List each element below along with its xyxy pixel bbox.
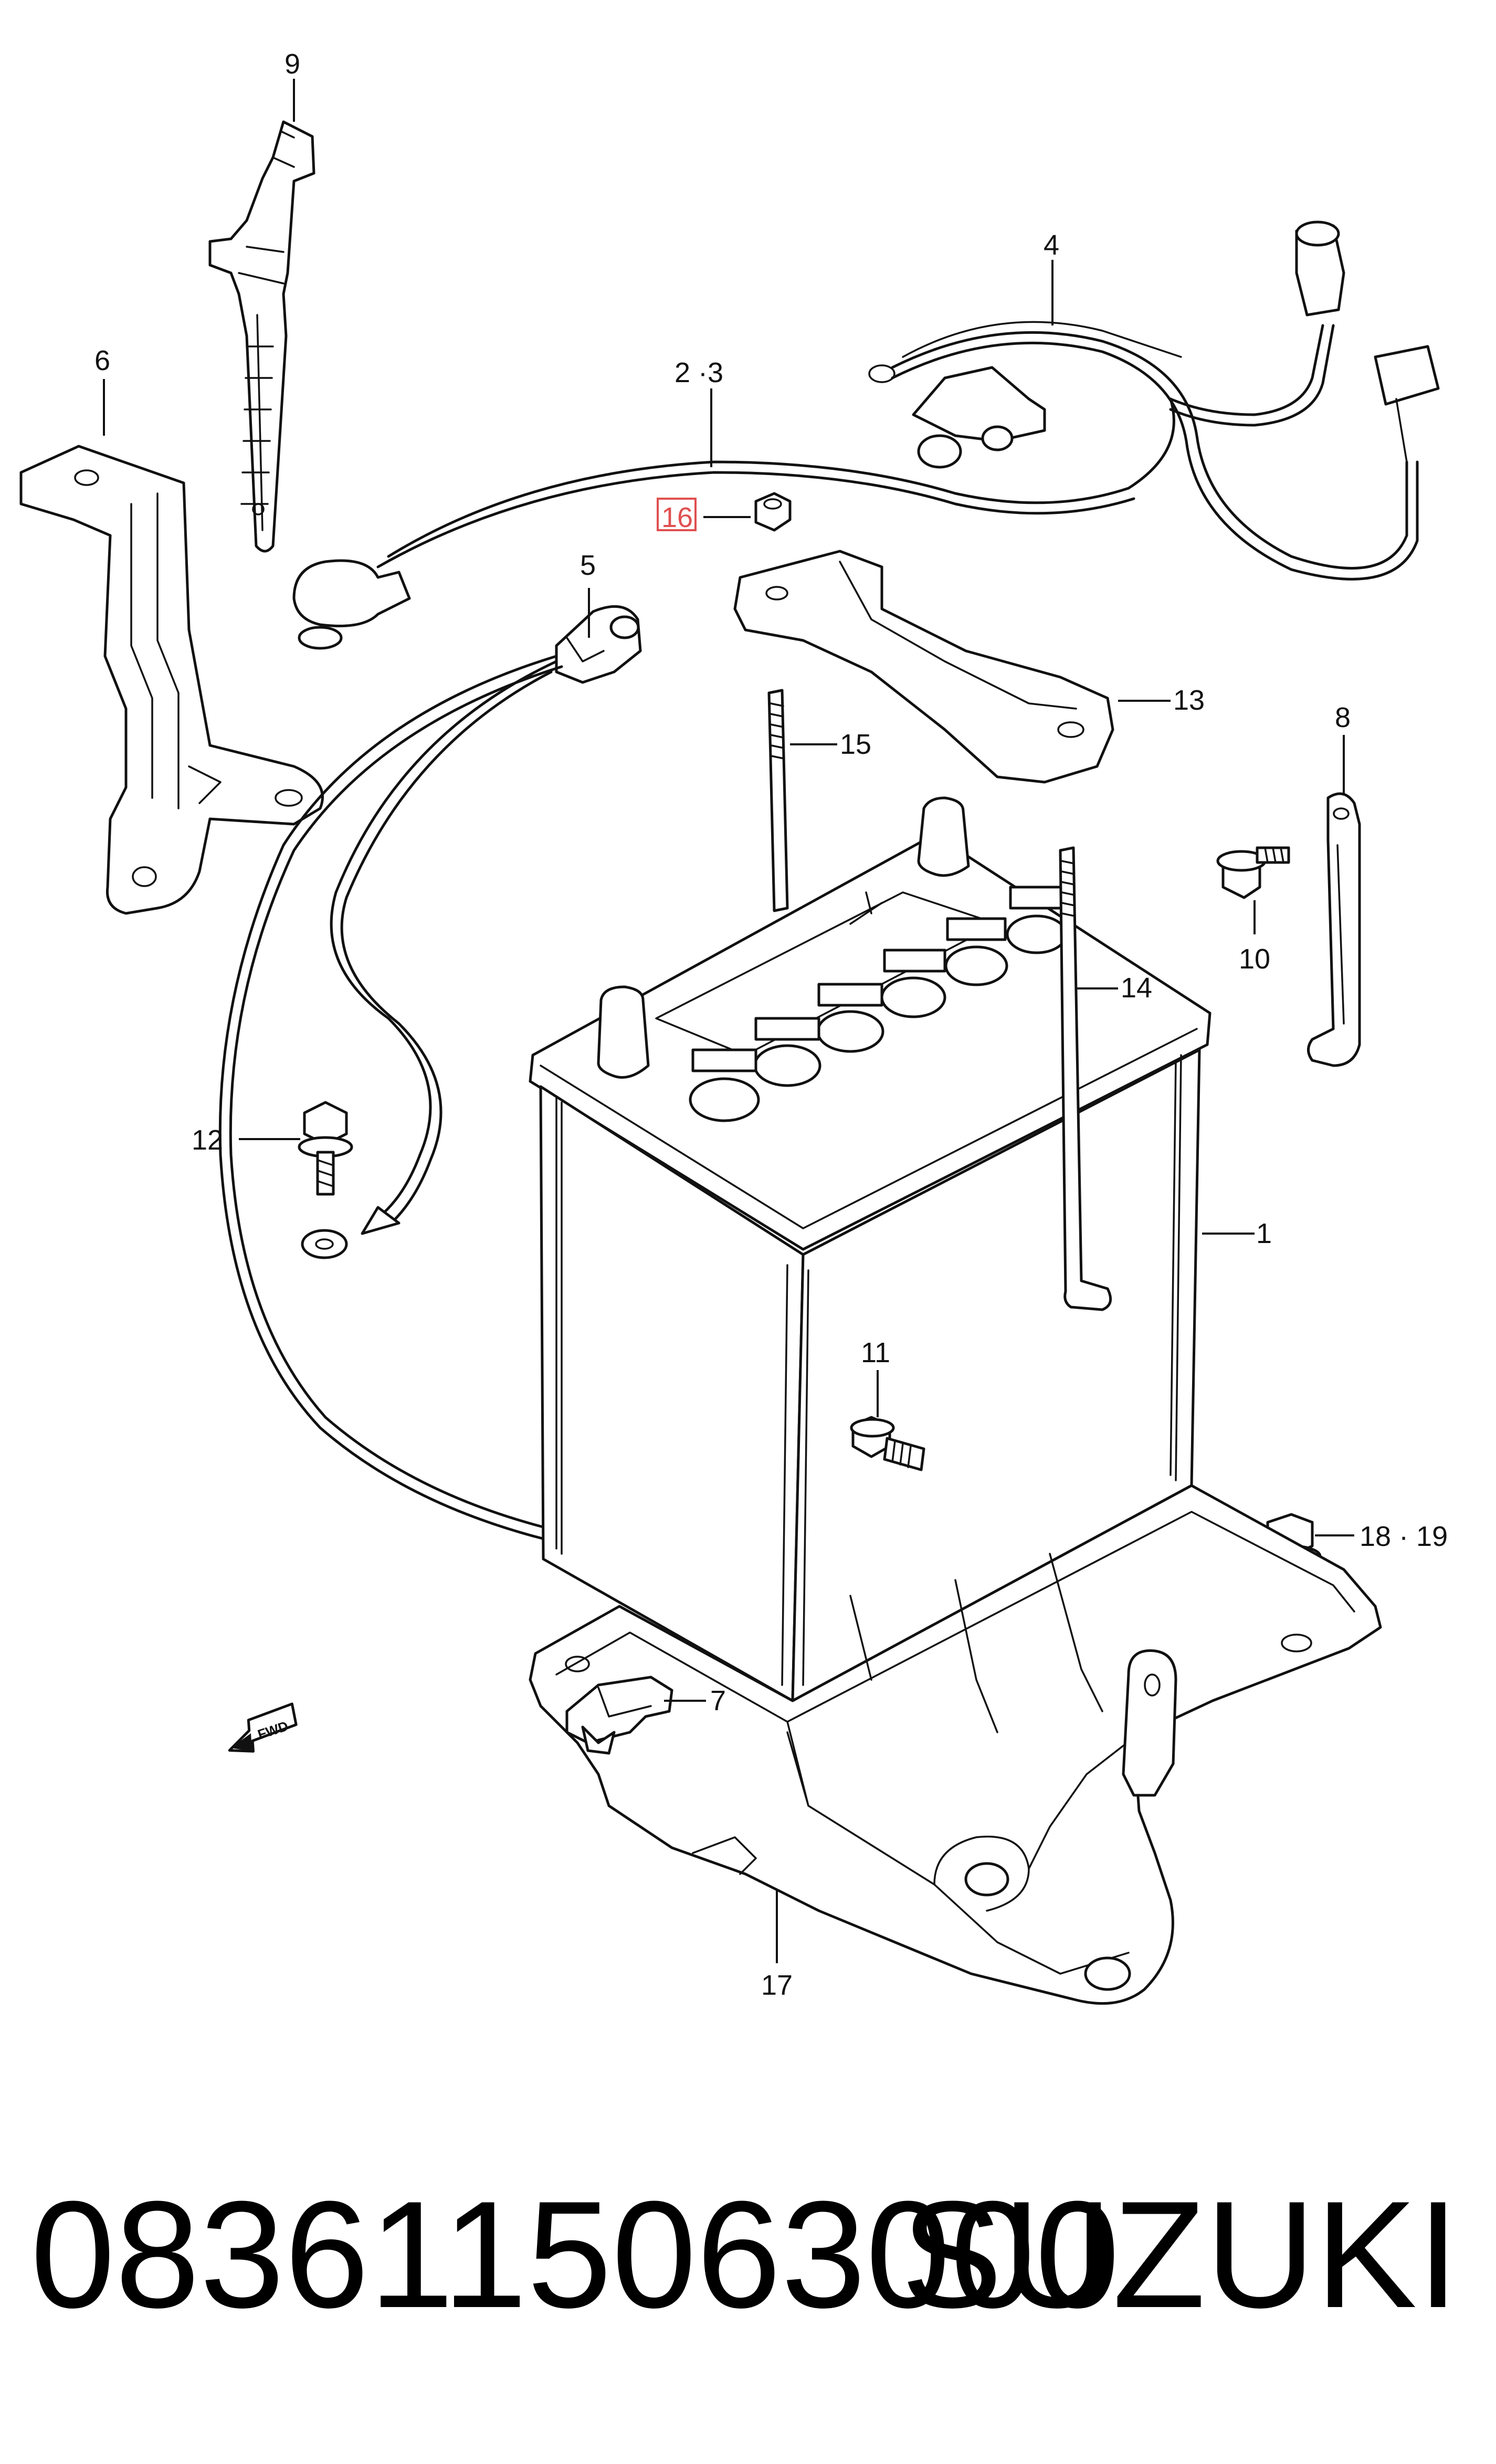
callout-2-3: 2 ·3 [675, 357, 723, 388]
callout-6: 6 [94, 345, 110, 376]
callout-10: 10 [1239, 943, 1270, 975]
callout-13: 13 [1173, 685, 1205, 716]
part-11-bolt [850, 1416, 925, 1471]
callout-16: 16 [661, 502, 693, 533]
callout-9: 9 [285, 48, 300, 80]
part-13-clamp [733, 550, 1114, 784]
part-4-harness [868, 220, 1440, 581]
callout-15: 15 [840, 729, 871, 760]
parts-diagram: 9 6 2 ·3 4 1 [19, 48, 1448, 2005]
callout-11: 11 [861, 1337, 890, 1368]
callout-4: 4 [1044, 229, 1059, 261]
footer: 0836115063000 SUZUKI [0, 2178, 1496, 2388]
callout-8: 8 [1335, 702, 1351, 733]
callout-14: 14 [1121, 972, 1152, 1004]
part-9-cable-tie [208, 120, 315, 553]
brand-name: SUZUKI [901, 2170, 1459, 2340]
callout-5: 5 [580, 550, 596, 581]
part-2-3-cable [292, 397, 1175, 650]
part-17-tray [529, 1484, 1382, 2005]
part-1-battery [529, 796, 1211, 1702]
part-10-bolt [1216, 846, 1290, 899]
part-number: 0836115063000 [30, 2170, 1120, 2340]
callout-16-highlight [657, 498, 697, 531]
fwd-arrow-icon: FWD [228, 1702, 298, 1753]
callout-12: 12 [192, 1124, 223, 1156]
part-15-rod [767, 689, 789, 912]
callout-1: 1 [1256, 1218, 1272, 1249]
callout-18-19: 18 · 19 [1360, 1521, 1448, 1552]
part-6-bracket [19, 445, 324, 915]
callout-17: 17 [761, 1970, 793, 2001]
callout-7: 7 [710, 1685, 726, 1717]
part-7-clip [565, 1676, 673, 1755]
part-16-nut [754, 492, 792, 532]
part-8-strap [1307, 792, 1361, 1067]
part-12-bolt [298, 1101, 353, 1196]
part-14-hook [1059, 846, 1112, 1311]
part-5-clamp [555, 605, 642, 684]
